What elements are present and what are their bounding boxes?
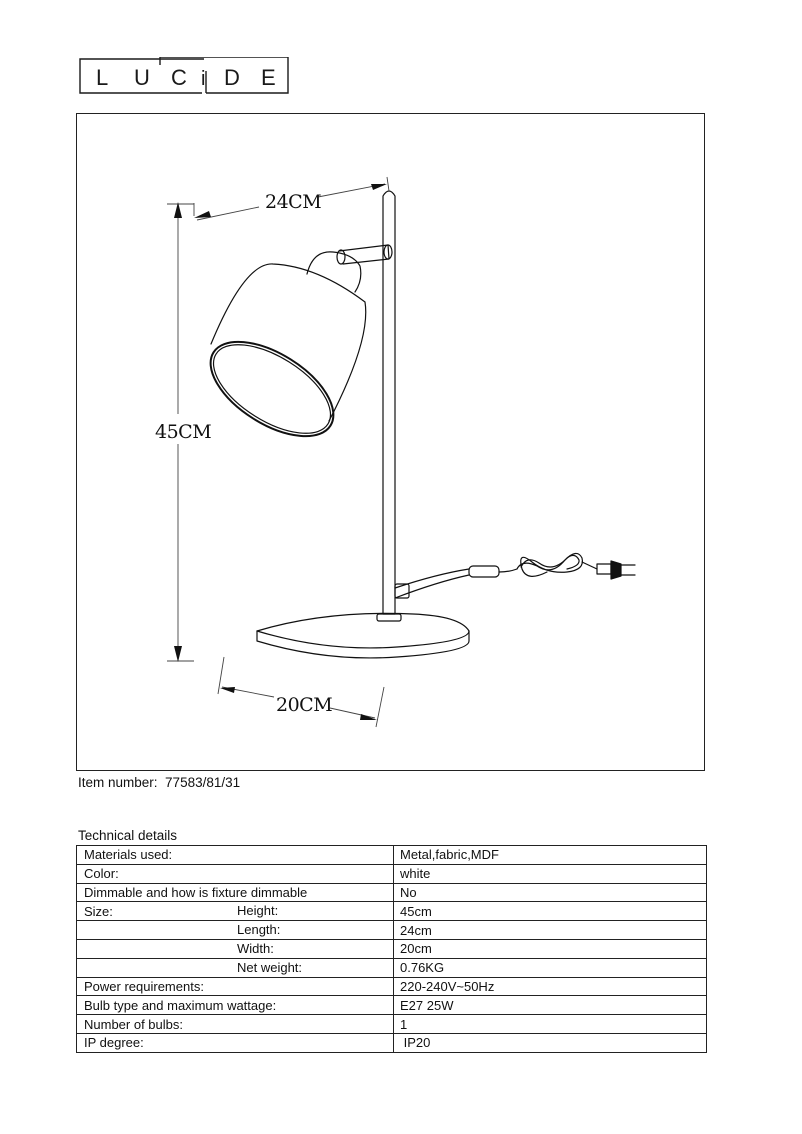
row-label: Power requirements:	[76, 976, 394, 997]
brand-logo: L U C i D E	[78, 56, 290, 95]
width-dimension-label: 20CM	[276, 694, 332, 716]
row-label: Net weight:	[76, 957, 394, 978]
svg-text:E: E	[261, 65, 276, 90]
row-value: 24cm	[393, 920, 707, 940]
table-row: Color: white	[76, 863, 707, 884]
row-label: Size:Height:	[76, 901, 394, 922]
row-value: white	[393, 863, 707, 884]
svg-text:U: U	[134, 65, 150, 90]
row-label: Materials used:	[76, 845, 394, 865]
product-drawing-frame: 24CM 45CM 20CM	[76, 113, 705, 771]
row-sublabel: Net weight:	[237, 959, 303, 975]
table-row: Bulb type and maximum wattage: E27 25W	[76, 995, 707, 1016]
table-row: Width: 20cm	[76, 938, 707, 959]
lamp-pole	[382, 190, 396, 615]
table-row: Dimmable and how is fixture dimmable No	[76, 882, 707, 903]
item-number-value: 77583/81/31	[165, 775, 241, 790]
table-row: Power requirements: 220-240V~50Hz	[76, 976, 707, 997]
row-label: Bulb type and maximum wattage:	[76, 995, 394, 1016]
item-number: Item number: 77583/81/31	[78, 775, 240, 790]
row-value: E27 25W	[393, 995, 707, 1016]
row-value: 20cm	[393, 938, 707, 959]
table-row: Materials used: Metal,fabric,MDF	[76, 845, 707, 865]
row-label: Dimmable and how is fixture dimmable	[76, 882, 394, 903]
item-number-label: Item number:	[78, 775, 158, 790]
row-value: 220-240V~50Hz	[393, 976, 707, 997]
row-value: 1	[393, 1014, 707, 1034]
row-value: Metal,fabric,MDF	[393, 845, 707, 865]
table-row: Net weight: 0.76KG	[76, 957, 707, 978]
table-lamp-drawing: 24CM 45CM 20CM	[155, 176, 636, 728]
technical-details-table: Materials used: Metal,fabric,MDF Color: …	[76, 845, 707, 1053]
row-value: No	[393, 882, 707, 903]
row-sublabel: Length:	[237, 922, 281, 938]
row-label: Width:	[76, 938, 394, 959]
technical-details-title: Technical details	[78, 828, 178, 843]
row-value: 0.76KG	[393, 957, 707, 978]
height-dimension-label: 45CM	[155, 421, 211, 443]
lucide-logo-icon: L U C i D E	[79, 56, 289, 94]
svg-text:D: D	[224, 65, 240, 90]
row-sublabel: Width:	[237, 940, 274, 956]
row-label: Length:	[76, 920, 394, 940]
row-sublabel: Height:	[237, 903, 279, 919]
row-value: 45cm	[393, 901, 707, 922]
svg-text:i: i	[201, 68, 205, 90]
row-value: IP20	[393, 1032, 707, 1053]
length-dimension-label: 24CM	[265, 191, 321, 213]
svg-text:L: L	[96, 65, 108, 90]
table-row: Number of bulbs: 1	[76, 1014, 707, 1034]
row-label: Color:	[76, 863, 394, 884]
table-row: Length: 24cm	[76, 920, 707, 940]
table-row: Size:Height: 45cm	[76, 901, 707, 922]
row-label: Number of bulbs:	[76, 1014, 394, 1034]
row-label: IP degree:	[76, 1032, 394, 1053]
table-row: IP degree: IP20	[76, 1032, 707, 1053]
svg-text:C: C	[171, 65, 187, 90]
